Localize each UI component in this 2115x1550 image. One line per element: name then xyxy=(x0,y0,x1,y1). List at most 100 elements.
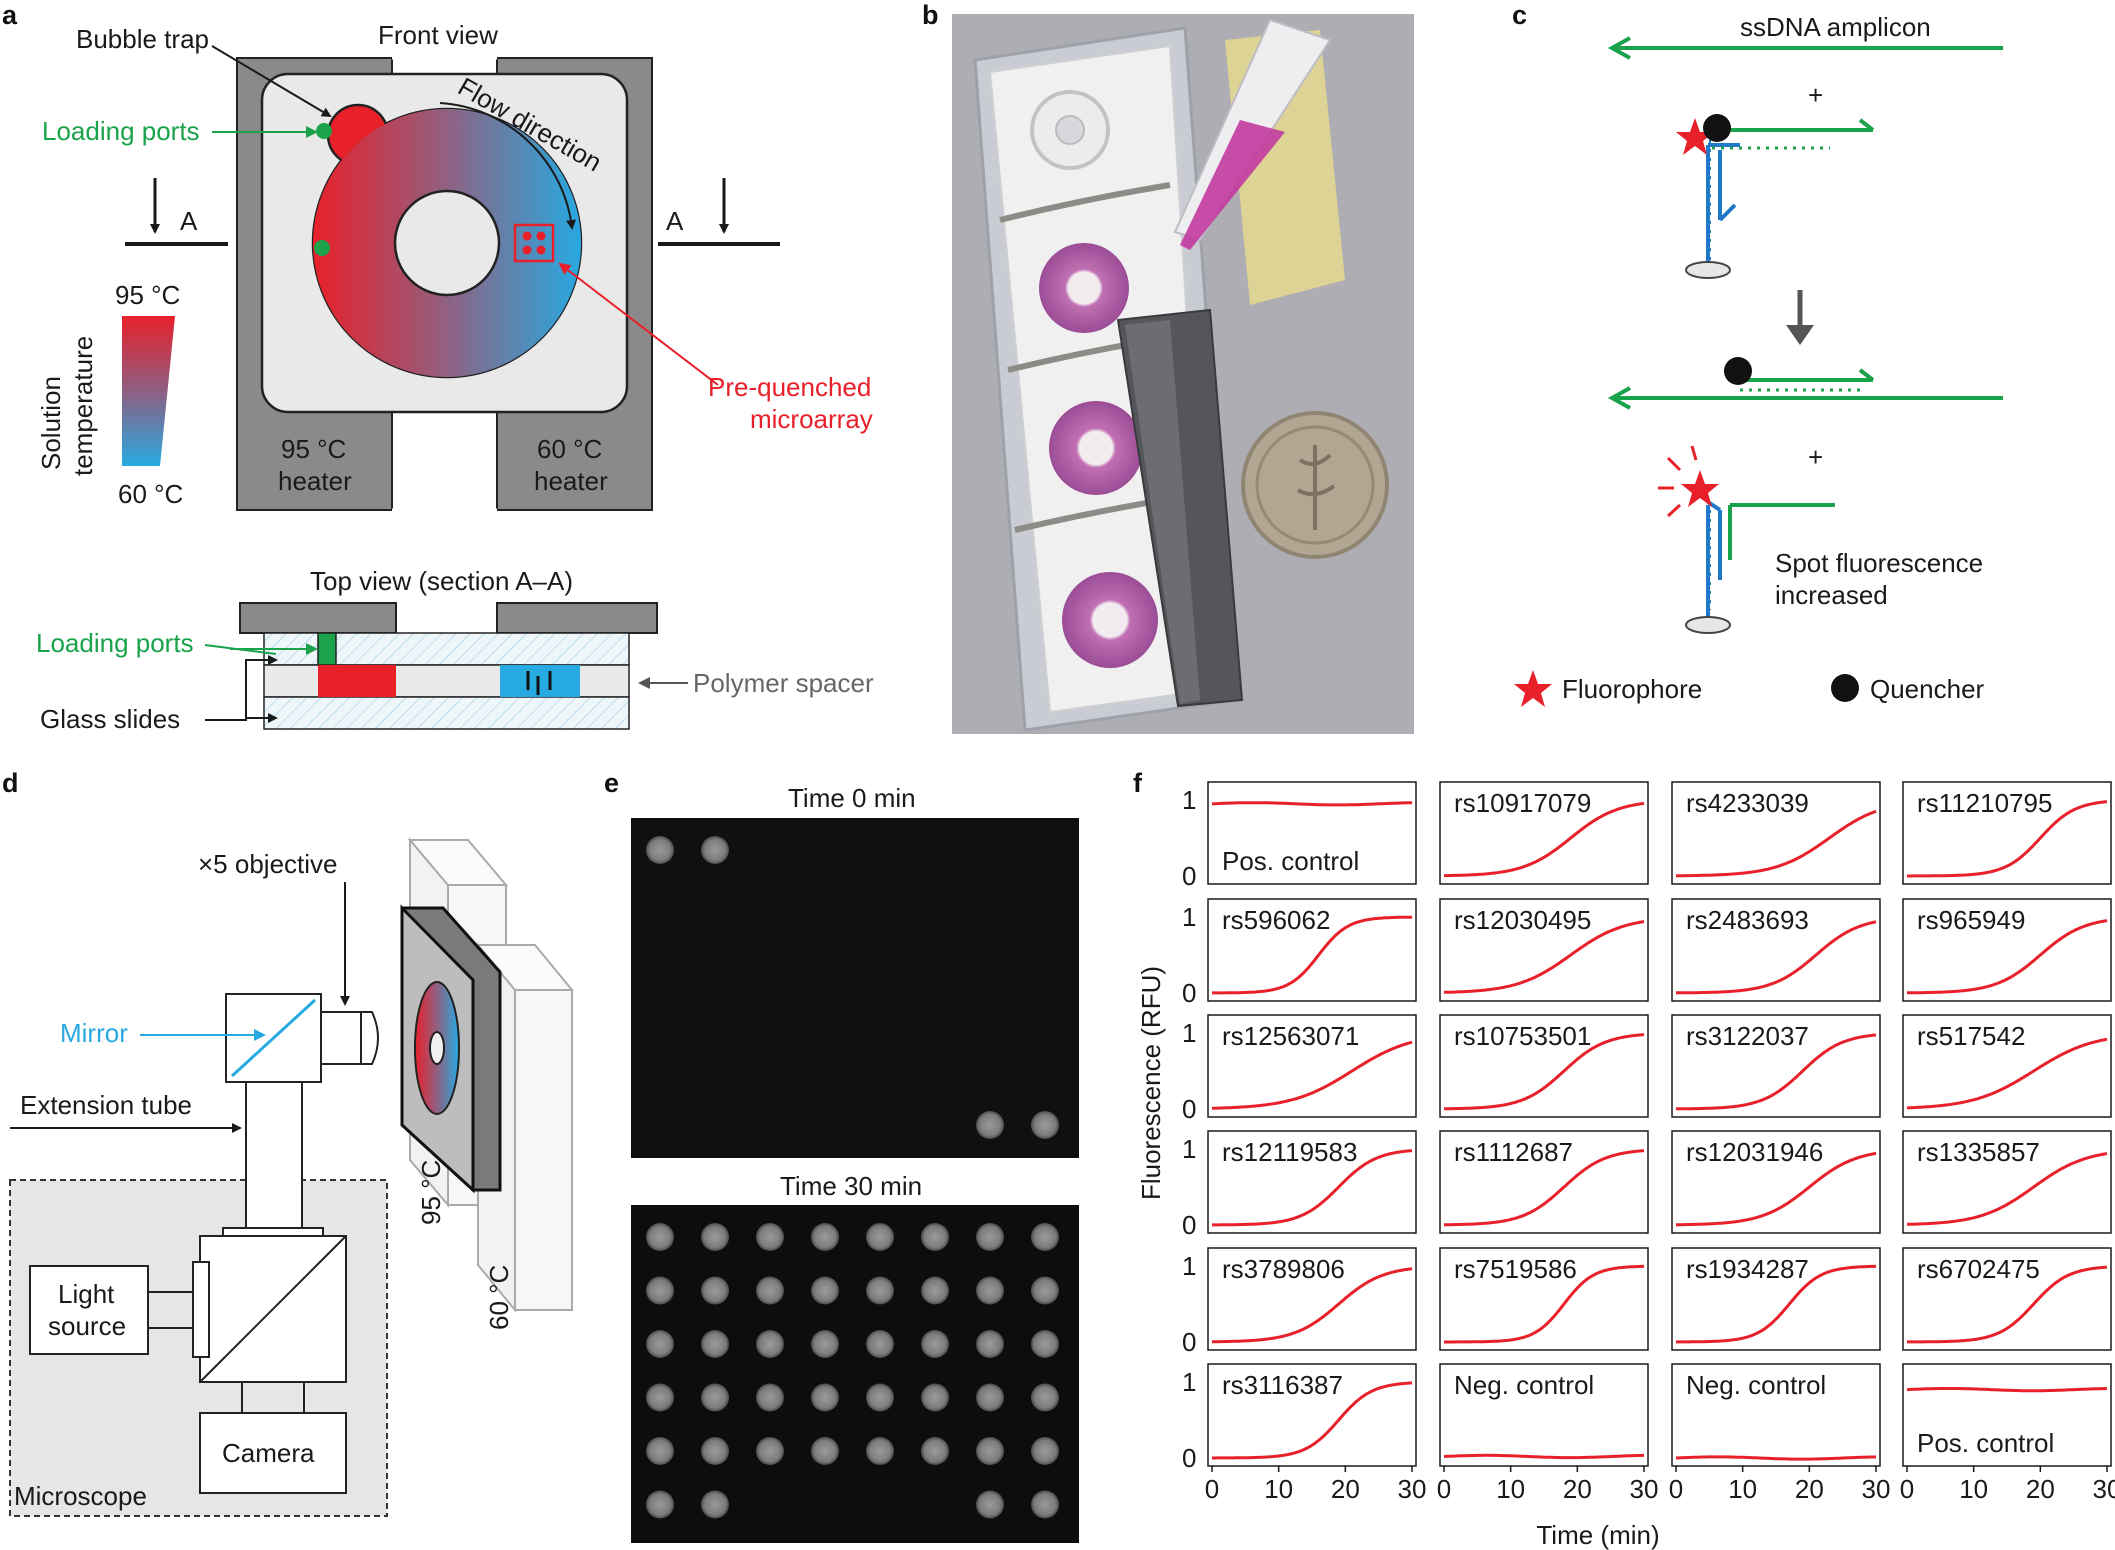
spot-t30 xyxy=(921,1276,949,1305)
chart-frame xyxy=(1207,781,1417,885)
camera-box xyxy=(199,1412,347,1494)
y-tick-label: 1 xyxy=(1182,785,1196,815)
chart-panel: rs12031946 xyxy=(1671,1130,1881,1234)
chart-panel: rs1112687 xyxy=(1439,1130,1649,1234)
spot-t30 xyxy=(811,1437,839,1465)
mirror xyxy=(230,998,317,1078)
y-tick-label: 0 xyxy=(1182,1094,1196,1124)
panel-d-setup: Microscope 95 °C 60 °C Light source Came xyxy=(9,837,575,1517)
x-tick-label: 20 xyxy=(1331,1474,1360,1504)
chart-panel: rs4233039 xyxy=(1671,781,1881,885)
light-source-label-2: source xyxy=(48,1311,126,1341)
spot-t30 xyxy=(701,1276,729,1305)
spot-t30 xyxy=(811,1330,839,1358)
series-line xyxy=(1906,1387,2108,1393)
spot-t30 xyxy=(866,1330,894,1358)
panel-label-b: b xyxy=(922,0,939,30)
series-line xyxy=(1675,809,1877,878)
chart-panel-title: Pos. control xyxy=(1917,1428,2054,1458)
chart-frame xyxy=(1902,1247,2112,1351)
panel-label-d: d xyxy=(2,768,19,798)
chart-frame xyxy=(1671,898,1881,1002)
series-line xyxy=(1443,1149,1645,1227)
spot-t30 xyxy=(921,1437,949,1465)
spot-fluorescence-label-1: Spot fluorescence xyxy=(1775,548,1983,578)
series-line xyxy=(1676,1264,1877,1344)
y-tick-label: 0 xyxy=(1182,1443,1196,1473)
panel-label-e: e xyxy=(604,768,619,798)
chart-frame xyxy=(1207,898,1417,1002)
chart-frame xyxy=(1439,1130,1649,1234)
glass-slide-bottom xyxy=(263,696,630,730)
heater-95-label-1: 95 °C xyxy=(281,434,346,464)
x-tick-label: 10 xyxy=(1496,1474,1525,1504)
time0-label: Time 0 min xyxy=(788,783,916,813)
panel-a-front-view: Flow direction Front view Bubble trap Lo… xyxy=(36,20,873,512)
heater-95-label-d: 95 °C xyxy=(416,1160,446,1225)
chart-panel-title: Pos. control xyxy=(1222,846,1359,876)
y-tick-label: 0 xyxy=(1182,1210,1196,1240)
spot-t30 xyxy=(976,1276,1004,1305)
loading-ports-label-2: Loading ports xyxy=(36,628,194,658)
spot-t30 xyxy=(701,1383,729,1412)
image-time0 xyxy=(631,818,1079,1158)
panel-b-photo xyxy=(952,14,1414,734)
panel-e-images: Time 0 min Time 30 min xyxy=(631,783,1079,1543)
spot-t30 xyxy=(976,1383,1004,1412)
spot-t30 xyxy=(866,1223,894,1251)
series-line xyxy=(1675,920,1877,995)
panel-a-top-view: Top view (section A–A) Loading ports Gla… xyxy=(36,566,874,734)
y-tick-label: 1 xyxy=(1182,902,1196,932)
chart-frame xyxy=(1671,1130,1881,1234)
microscope-label: Microscope xyxy=(14,1481,147,1511)
spot-t30 xyxy=(646,1383,674,1412)
extension-tube xyxy=(245,1081,303,1229)
front-view-label: Front view xyxy=(378,20,498,50)
spot-t30 xyxy=(1031,1490,1059,1519)
chart-frame xyxy=(1671,1247,1881,1351)
quencher-1 xyxy=(1703,114,1731,142)
chart-panel-title: rs7519586 xyxy=(1454,1254,1577,1284)
y-tick-label: 0 xyxy=(1182,1327,1196,1357)
chart-panel-title: rs2483693 xyxy=(1686,905,1809,935)
y-tick-label: 1 xyxy=(1182,1367,1196,1397)
fluorophore-star-1 xyxy=(1676,118,1714,155)
spot-t30 xyxy=(811,1276,839,1305)
spot-t30 xyxy=(756,1437,784,1465)
chart-panel: rs3122037 xyxy=(1671,1014,1881,1118)
x-tick-label: 0 xyxy=(1437,1474,1451,1504)
spot-t0 xyxy=(701,836,729,864)
chart-panel-title: rs10917079 xyxy=(1454,788,1591,818)
series-line xyxy=(1443,1453,1644,1460)
x-tick-label: 30 xyxy=(1862,1474,1891,1504)
x-tick-label: 0 xyxy=(1900,1474,1914,1504)
chart-frame xyxy=(1439,1247,1649,1351)
chart-panel-title: rs12119583 xyxy=(1222,1137,1357,1167)
spot-t30 xyxy=(701,1223,729,1251)
spot-t30 xyxy=(646,1437,674,1465)
chart-frame xyxy=(1902,1130,2112,1234)
legend-fluorophore-icon xyxy=(1514,670,1552,707)
spot-t30 xyxy=(756,1223,784,1251)
chart-panel-title: rs10753501 xyxy=(1454,1021,1591,1051)
y-tick-label: 1 xyxy=(1182,1134,1196,1164)
series-line xyxy=(1676,1151,1877,1227)
x-tick-label: 20 xyxy=(2026,1474,2055,1504)
chart-panel-title: rs12030495 xyxy=(1454,905,1591,935)
image-time30 xyxy=(631,1205,1079,1543)
spot-t30 xyxy=(921,1330,949,1358)
series-line xyxy=(1907,800,2108,878)
series-line xyxy=(1675,1033,1877,1111)
chart-frame xyxy=(1439,1363,1649,1467)
loading-ports-label: Loading ports xyxy=(42,116,200,146)
mirror-label: Mirror xyxy=(60,1018,128,1048)
x-tick-label: 30 xyxy=(2093,1474,2115,1504)
spot-t0 xyxy=(1031,1111,1059,1139)
spot-t30 xyxy=(756,1276,784,1305)
spot-t30 xyxy=(976,1437,1004,1465)
chart-panel-title: rs12031946 xyxy=(1686,1137,1823,1167)
y-tick-label: 0 xyxy=(1182,978,1196,1008)
microarray-marker xyxy=(513,223,555,263)
